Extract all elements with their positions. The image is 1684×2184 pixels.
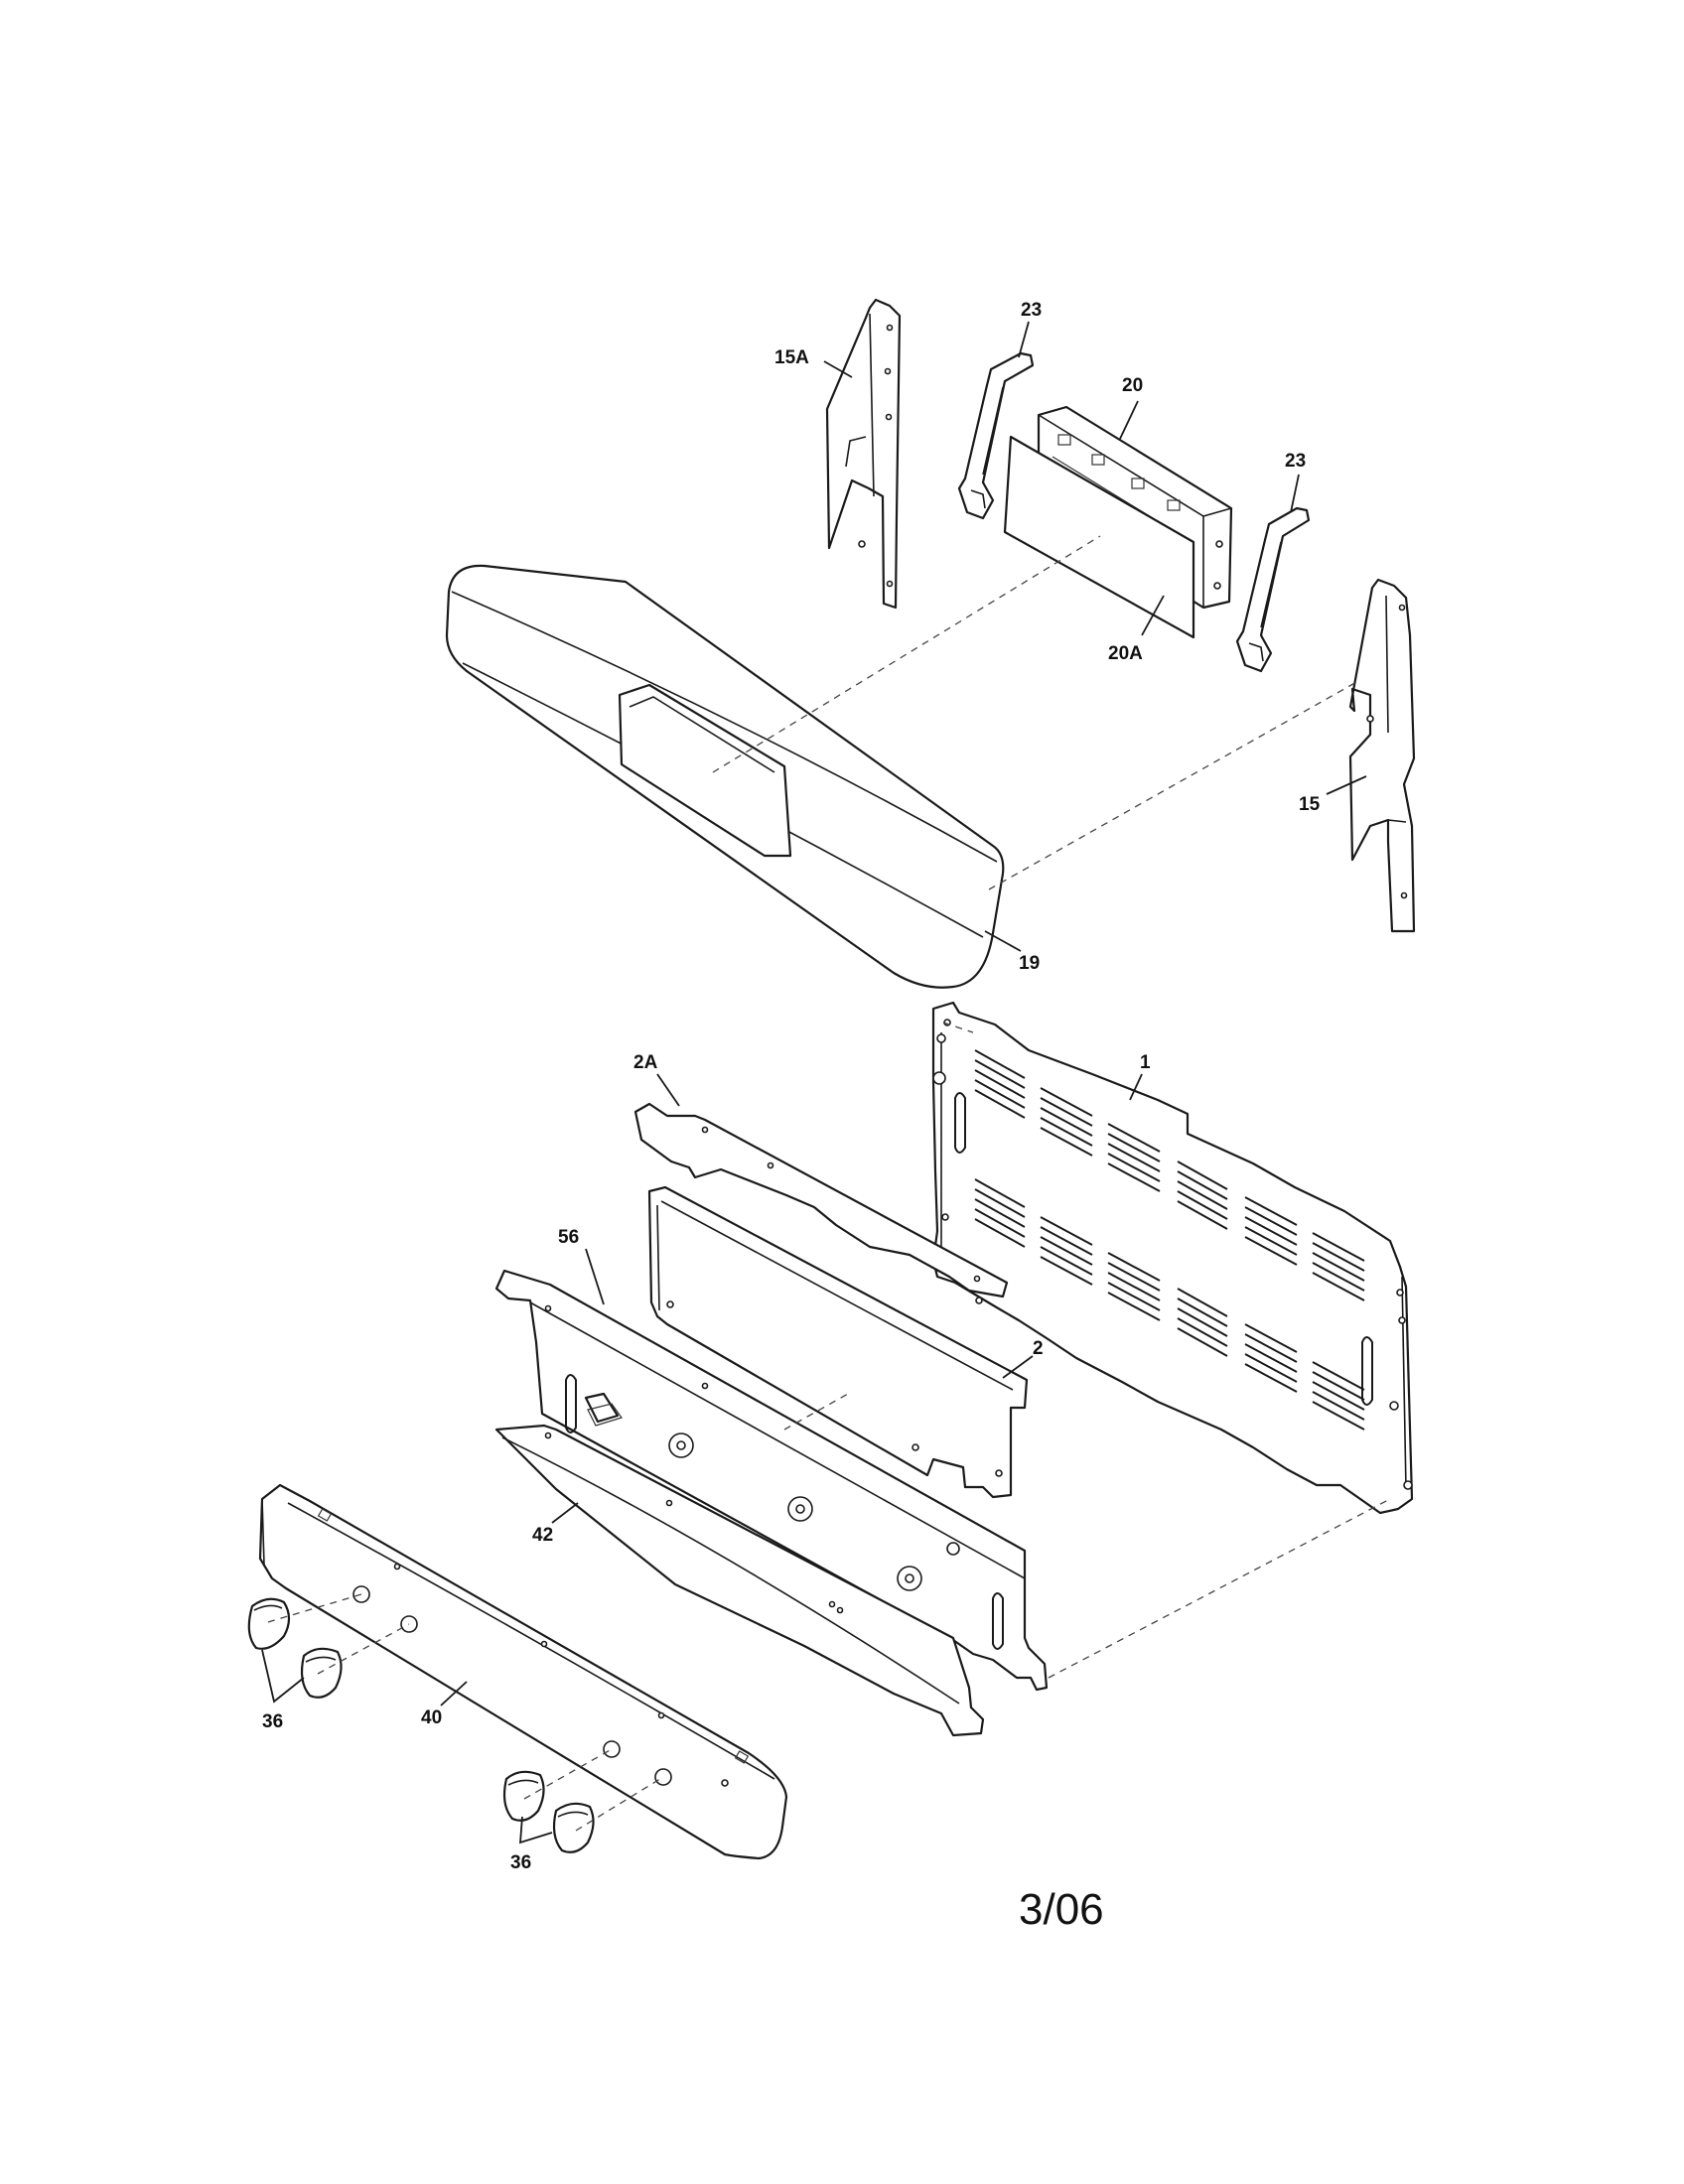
trim-strip-2a [633,1102,1009,1298]
knob-36-3 [502,1770,545,1822]
rear-panel-1 [931,1001,1414,1515]
end-bracket-15 [1348,578,1416,933]
knob-36-4 [552,1802,595,1853]
control-bracket-56 [494,1269,1049,1692]
callout-labels: 15A 23 20 23 20A 15 19 1 2A 56 2 42 36 4… [262,300,1321,1873]
callout-23-left: 23 [1021,300,1042,321]
callout-15a: 15A [774,347,809,368]
trim-strip-42 [494,1424,985,1737]
callout-2: 2 [1033,1338,1044,1359]
callout-2a: 2A [633,1052,658,1073]
callout-15: 15 [1299,794,1321,815]
knob-36-2 [300,1647,343,1699]
knob-36-1 [247,1597,291,1650]
callout-42: 42 [532,1525,553,1546]
callout-19: 19 [1019,953,1040,974]
callout-36-right: 36 [510,1852,531,1873]
mounting-clip-23-right [1235,506,1311,673]
callout-56: 56 [558,1227,579,1248]
callout-1: 1 [1140,1052,1151,1073]
mounting-clip-23-left [957,351,1035,520]
callout-20a: 20A [1108,643,1143,664]
vent-louvers [974,1049,1365,1431]
backguard-console-19 [445,564,1005,989]
callout-36-left: 36 [262,1711,283,1732]
callout-40: 40 [421,1707,442,1728]
knob-panel-40 [258,1483,788,1860]
revision-date: 3/06 [1019,1885,1104,1934]
callout-20: 20 [1122,375,1143,396]
end-bracket-15a [825,298,902,610]
leader-lines [261,321,1367,1844]
panel-2 [647,1185,1029,1499]
assembly-lines [267,535,1391,1832]
callout-23-right: 23 [1285,451,1306,472]
